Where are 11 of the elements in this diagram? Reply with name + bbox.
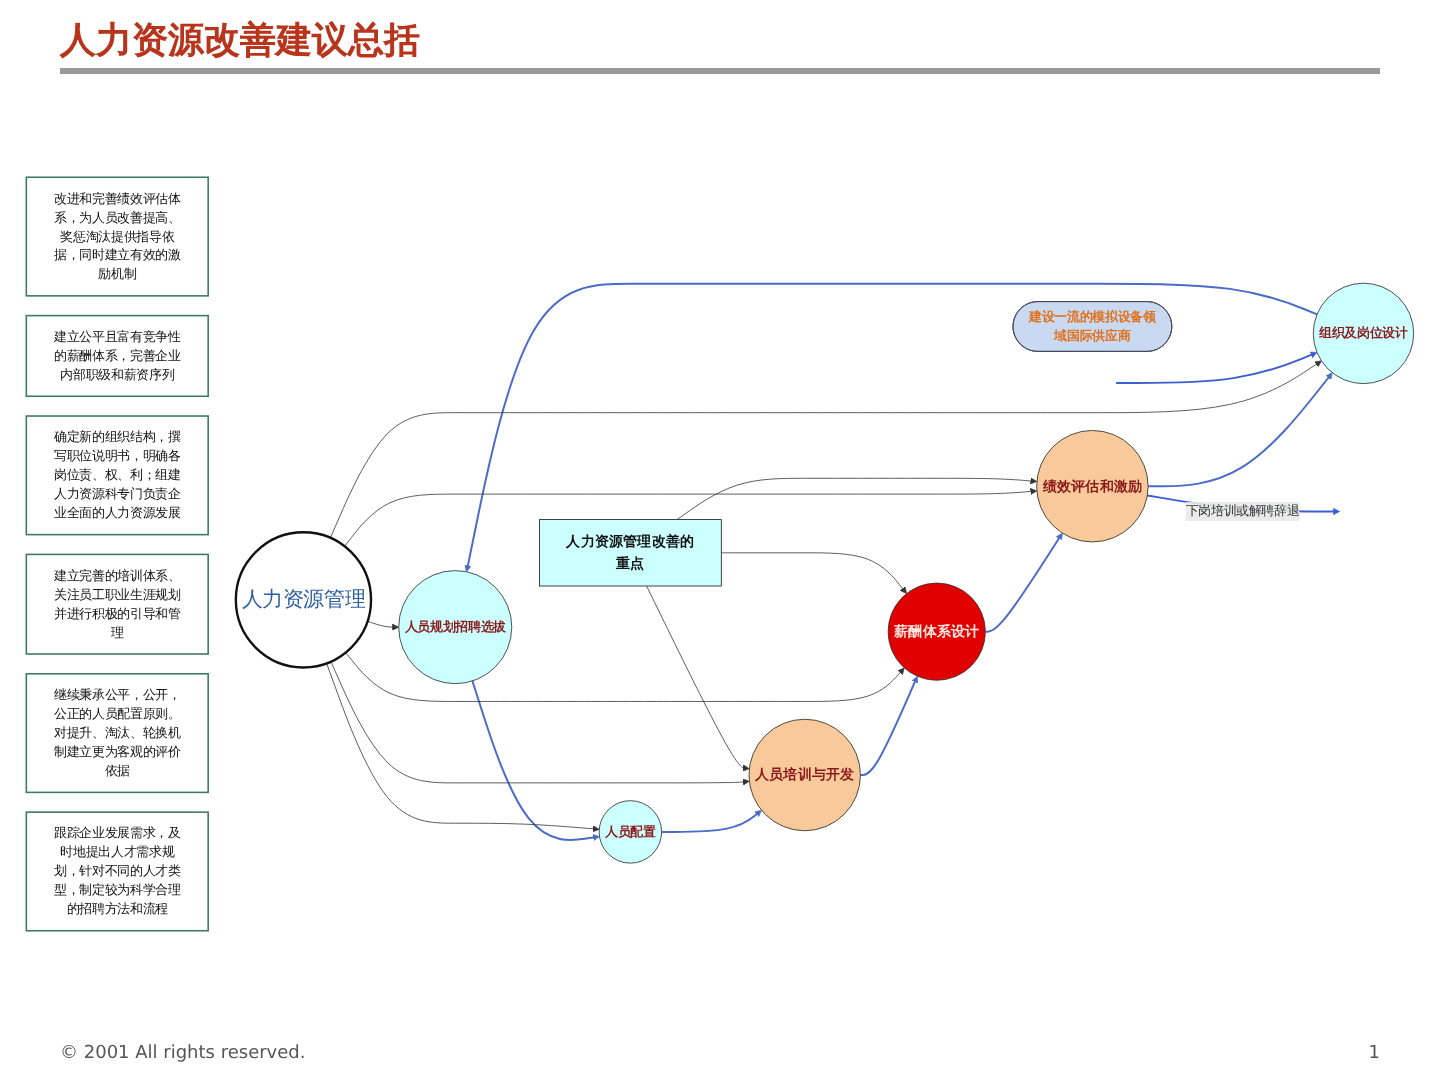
title: 人力资源改善建议总括 [60, 16, 1380, 74]
arrow [471, 680, 600, 842]
page-number: 1 [1368, 1044, 1380, 1064]
arrow [1147, 372, 1333, 488]
copyright-note: © 2001 All rights reserved. [60, 1044, 306, 1064]
arrow [984, 532, 1063, 633]
arrow [1115, 351, 1318, 384]
node-circle: 人力资源管理 [234, 531, 373, 669]
arrow [464, 282, 1318, 573]
arrow [660, 809, 762, 833]
arrow [859, 675, 918, 776]
